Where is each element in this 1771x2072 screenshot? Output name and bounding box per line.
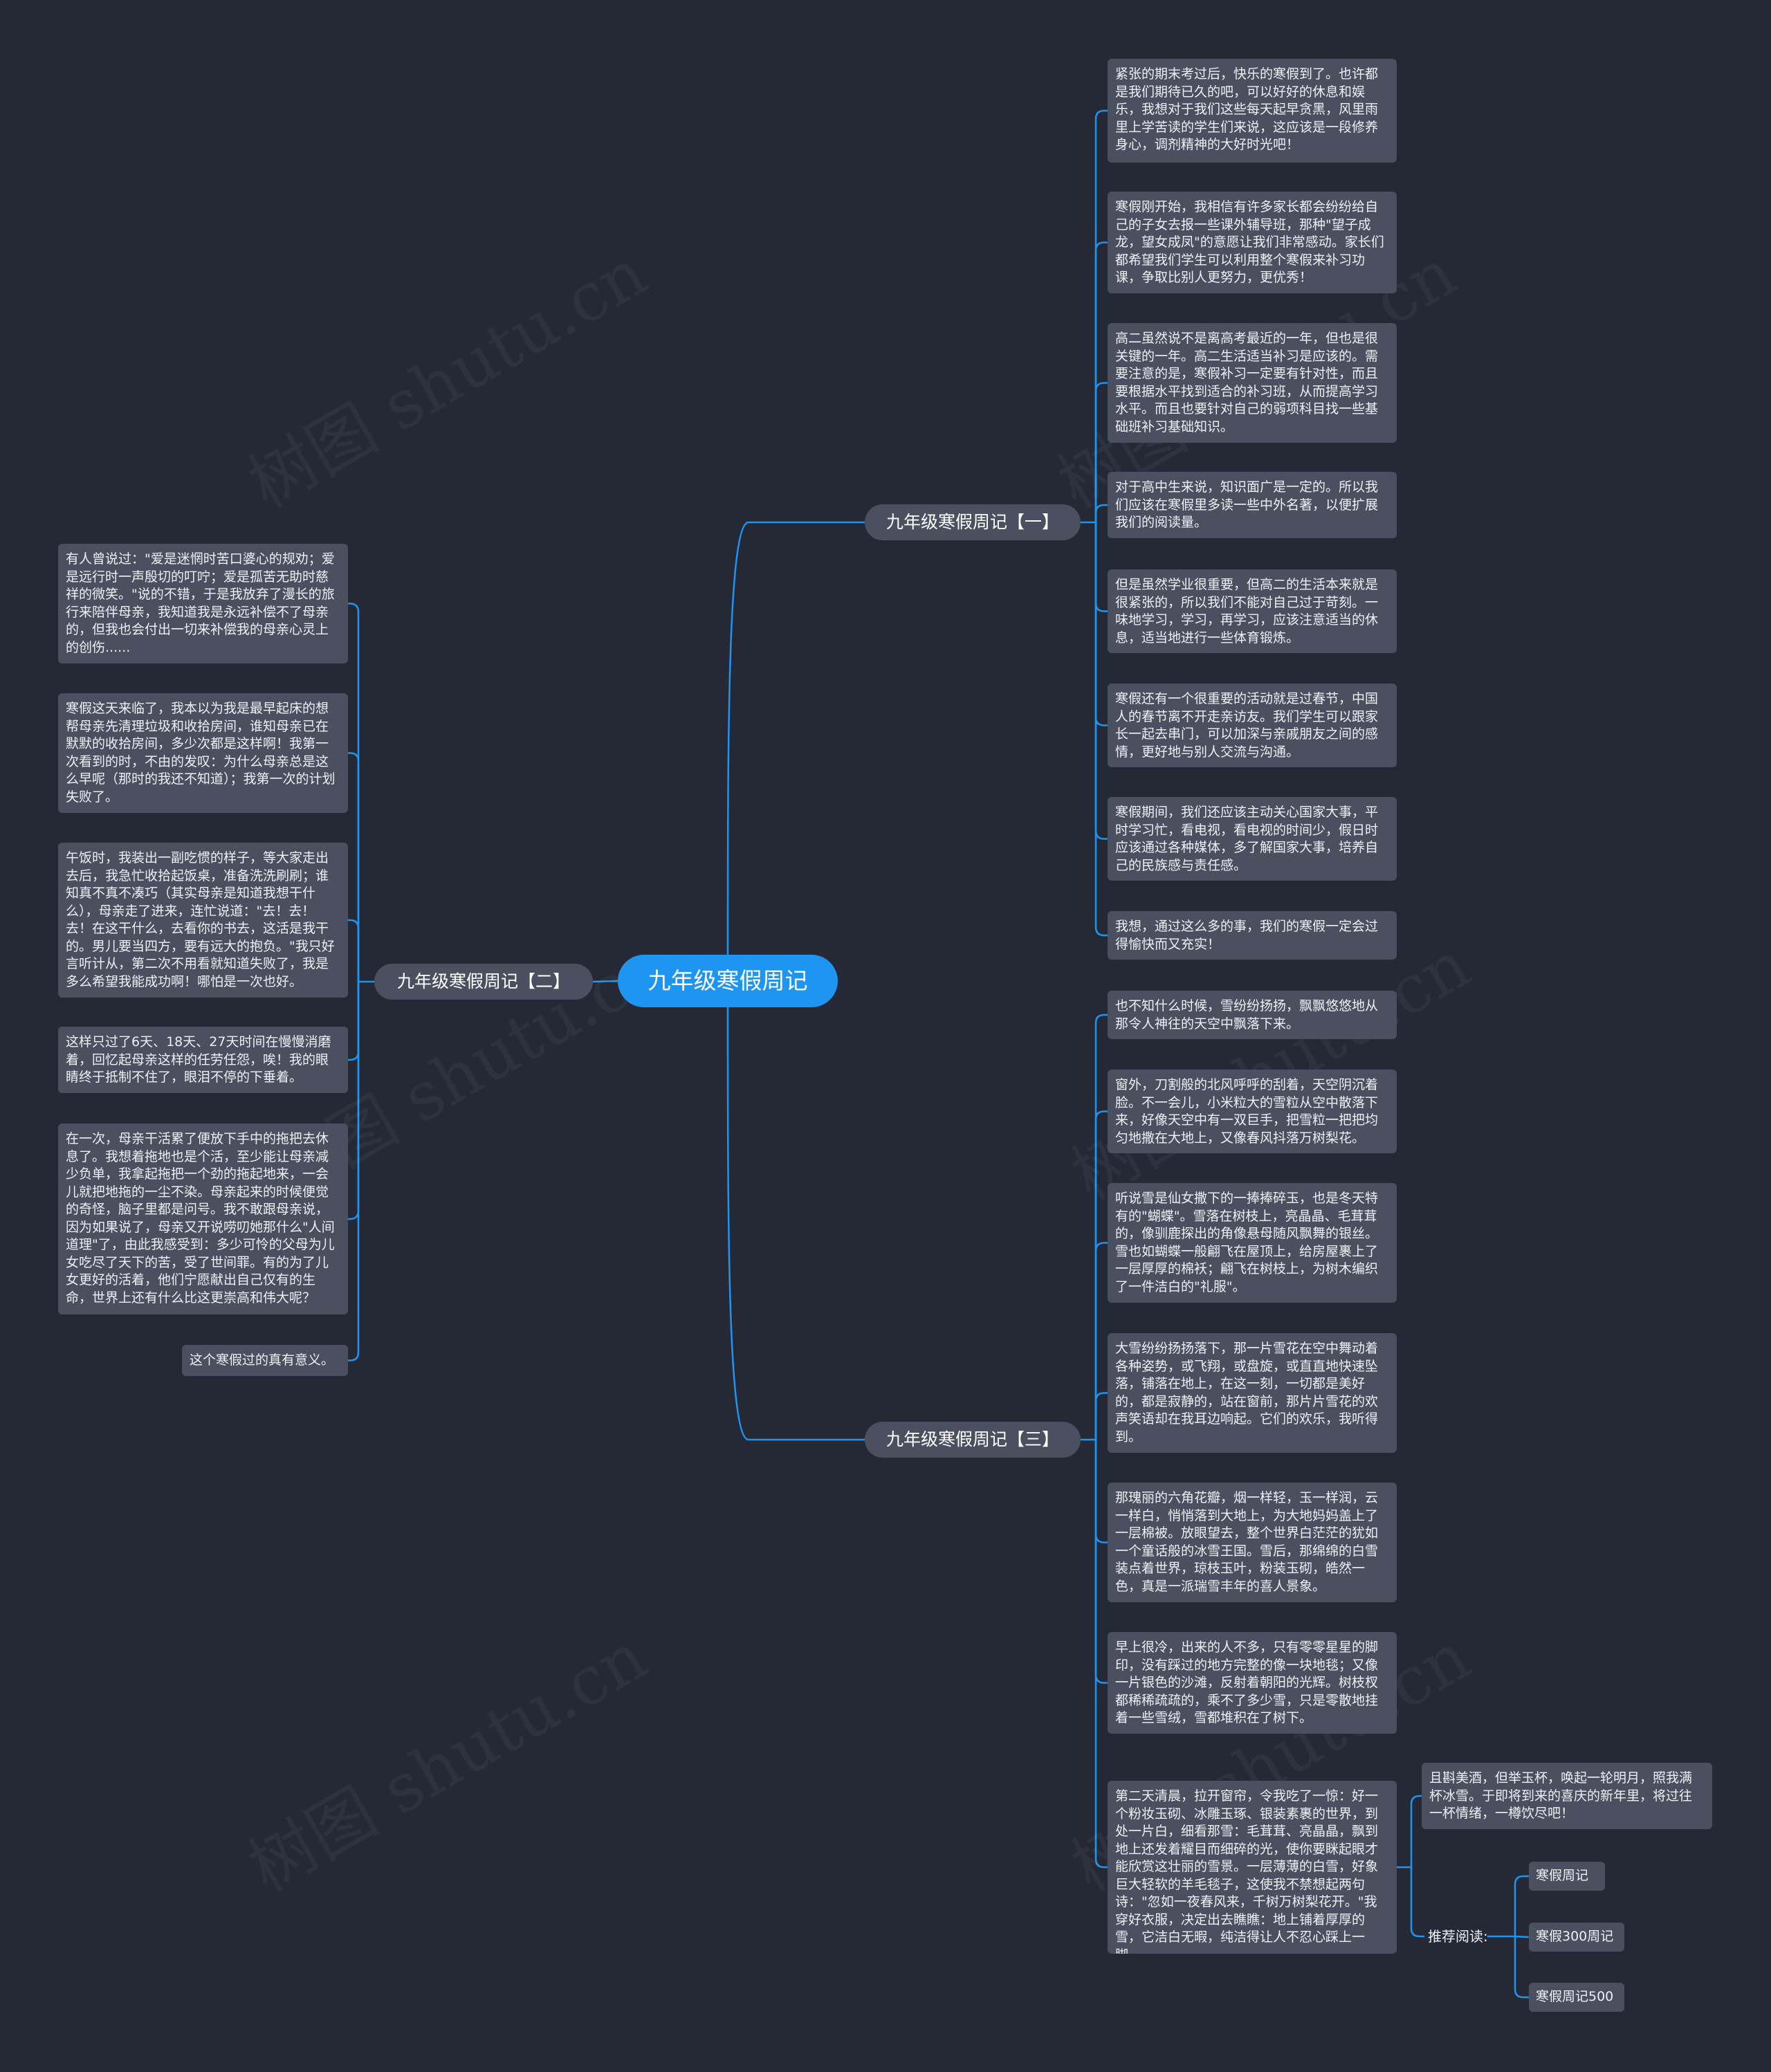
- connector-b1n0: [1094, 109, 1109, 524]
- connector-r0: [1514, 1875, 1530, 1938]
- branch-zhouji-1[interactable]: 九年级寒假周记【一】: [865, 504, 1081, 540]
- note-1-6: 寒假还有一个很重要的活动就是过春节，中国人的春节离不开走亲访友。我们学生可以跟家…: [1108, 684, 1397, 767]
- note-3-2: 窗外，刀割般的北风呼呼的刮着，天空阴沉着脸。不一会儿，小米粒大的雪粒从空中散落下…: [1108, 1070, 1397, 1153]
- note-1-7: 寒假期间，我们还应该主动关心国家大事，平时学习忙，看电视，看电视的时间少，假日时…: [1108, 797, 1397, 881]
- connector-b1n7: [1094, 521, 1109, 937]
- connector-root-b1: [726, 521, 866, 956]
- connector-b3n5: [1094, 1438, 1109, 1684]
- connector-r1: [1514, 1935, 1530, 1938]
- note-1-5: 但是虽然学业很重要，但高二的生活本来就是很紧张的，所以我们不能对自己过于苛刻。一…: [1108, 569, 1397, 653]
- root-topic[interactable]: 九年级寒假周记: [618, 955, 838, 1007]
- note-2-3: 午饭时，我装出一副吃惯的样子，等大家走出去后，我急忙收拾起饭桌，准备洗洗刷刷；谁…: [58, 843, 348, 998]
- connector-b3n1: [1094, 1110, 1109, 1441]
- branch-zhouji-2[interactable]: 九年级寒假周记【二】: [374, 964, 593, 1000]
- recommend-link-3[interactable]: 寒假周记500: [1529, 1983, 1624, 2012]
- connector-b2n2: [347, 919, 360, 983]
- note-1-1: 紧张的期末考过后，快乐的寒假到了。也许都是我们期待已久的吧，可以好好的休息和娱乐…: [1108, 59, 1397, 163]
- connector-extra-note: [1410, 1795, 1423, 1869]
- note-3-1: 也不知什么时候，雪纷纷扬扬，飘飘悠悠地从那令人神往的天空中飘落下来。: [1108, 991, 1397, 1039]
- note-2-2: 寒假这天来临了，我本以为我是最早起床的想帮母亲先清理垃圾和收拾房间，谁知母亲已在…: [58, 693, 348, 813]
- connector-root-b3: [726, 1006, 866, 1441]
- connector-b3n4: [1094, 1438, 1109, 1543]
- connector-b1n3: [1094, 504, 1109, 524]
- connector-b2n4: [347, 980, 360, 1220]
- note-1-3: 高二虽然说不是离高考最近的一年，但也是很关键的一年。高二生活适当补习是应该的。需…: [1108, 323, 1397, 443]
- note-2-5: 在一次，母亲干活累了便放下手中的拖把去休息了。我想着拖地也是个活，至少能让母亲减…: [58, 1124, 348, 1314]
- connector-b2n1: [347, 752, 360, 983]
- connector-b3n6: [1094, 1438, 1109, 1869]
- connector-b1n2: [1094, 382, 1109, 524]
- note-2-6: 这个寒假过的真有意义。: [182, 1345, 348, 1376]
- connector-root-b2: [591, 980, 619, 983]
- connector-b2n5: [347, 980, 360, 1362]
- connector-recommend: [1410, 1866, 1425, 1938]
- note-3-7: 第二天清晨，拉开窗帘，令我吃了一惊：好一个粉妆玉砌、冰雕玉琢、银装素裹的世界，到…: [1108, 1781, 1397, 1954]
- branch-zhouji-3[interactable]: 九年级寒假周记【三】: [865, 1422, 1081, 1458]
- connector-b1n1: [1094, 241, 1109, 524]
- note-1-4: 对于高中生来说，知识面广是一定的。所以我们应该在寒假里多读一些中外名著，以便扩展…: [1108, 472, 1397, 538]
- connector-b3n2: [1094, 1242, 1109, 1441]
- note-2-4: 这样只过了6天、18天、27天时间在慢慢消磨着，回忆起母亲这样的任劳任怨，唉！我…: [58, 1027, 348, 1093]
- connector-b3n3: [1094, 1392, 1109, 1441]
- connector-b3n0: [1094, 1014, 1109, 1441]
- connector-r2: [1514, 1935, 1530, 1999]
- note-3-6: 早上很冷，出来的人不多，只有零零星星的脚印，没有踩过的地方完整的像一块地毯；又像…: [1108, 1632, 1397, 1734]
- recommend-label: 推荐阅读:: [1428, 1928, 1488, 1945]
- connector-b1n4: [1094, 521, 1109, 612]
- connector-b1n5: [1094, 521, 1109, 726]
- connector-b1n6: [1094, 521, 1109, 840]
- note-3-5: 那瑰丽的六角花瓣，烟一样轻，玉一样润，云一样白，悄悄落到大地上，为大地妈妈盖上了…: [1108, 1483, 1397, 1602]
- note-2-1: 有人曾说过："爱是迷惘时苦口婆心的规劝；爱是远行时一声殷切的叮咛；爱是孤苦无助时…: [58, 544, 348, 663]
- recommend-link-1[interactable]: 寒假周记: [1529, 1862, 1605, 1891]
- extra-note: 且斟美酒，但举玉杯，唤起一轮明月，照我满杯冰雪。于即将到来的喜庆的新年里，将过往…: [1422, 1763, 1712, 1829]
- note-3-4: 大雪纷纷扬扬落下，那一片雪花在空中舞动着各种姿势，或飞翔，或盘旋，或直直地快速坠…: [1108, 1333, 1397, 1453]
- note-3-3: 听说雪是仙女撒下的一捧捧碎玉，也是冬天特有的"蝴蝶"。雪落在树枝上，亮晶晶、毛茸…: [1108, 1183, 1397, 1303]
- note-1-2: 寒假刚开始，我相信有许多家长都会纷纷给自己的子女去报一些课外辅导班，那种"望子成…: [1108, 192, 1397, 293]
- recommend-link-2[interactable]: 寒假300周记: [1529, 1923, 1624, 1952]
- connector-b2n3: [347, 980, 360, 1061]
- note-1-8: 我想，通过这么多的事，我们的寒假一定会过得愉快而又充实！: [1108, 911, 1397, 960]
- connector-b2n0: [347, 603, 360, 983]
